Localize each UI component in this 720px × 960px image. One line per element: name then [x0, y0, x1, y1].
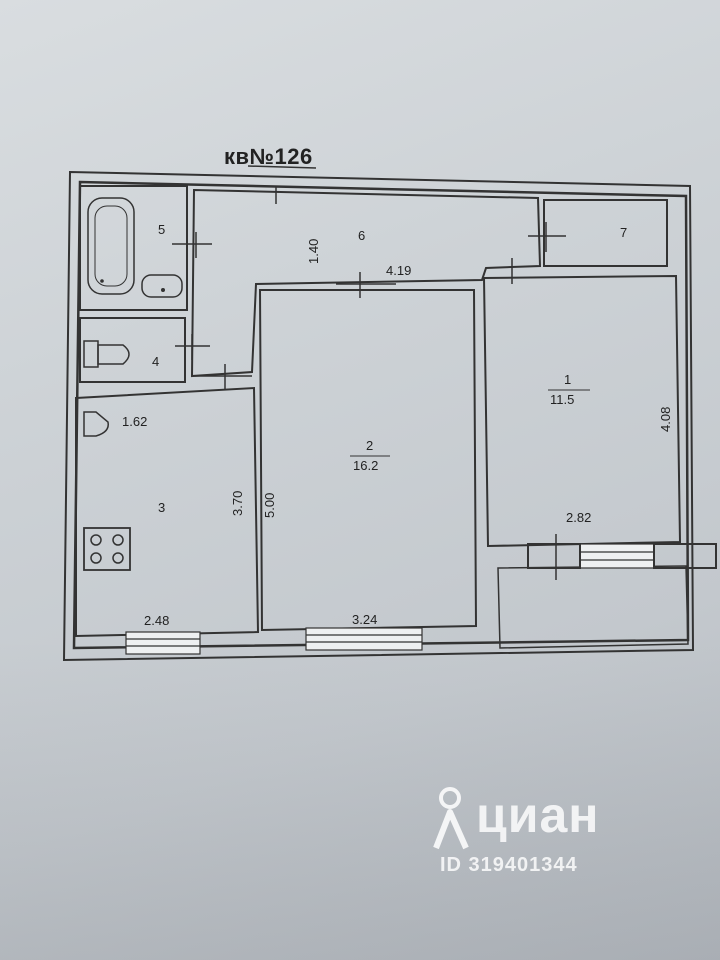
- toilet-tank: [83, 340, 99, 368]
- dim-room2-width-bottom: 3.24: [352, 612, 377, 627]
- room-label-3: 3: [158, 500, 165, 515]
- dim-room2-width-top: 4.19: [386, 263, 411, 278]
- washbasin-icon: [141, 274, 183, 298]
- room-label-1: 1: [564, 372, 571, 387]
- room-area-1: 11.5: [550, 392, 574, 407]
- toilet-icon: [97, 344, 130, 365]
- room-4-toilet: [79, 317, 186, 383]
- apartment-number-title: кв№126: [224, 144, 313, 169]
- location-pin-icon: [433, 787, 469, 850]
- bathtub-icon: [87, 197, 135, 295]
- stove-icon: [83, 527, 131, 571]
- room-label-5: 5: [158, 222, 165, 237]
- room-2: [258, 289, 478, 632]
- balcony-door: [527, 543, 581, 569]
- door-markers: [172, 165, 566, 580]
- room-6-corridor: [190, 188, 542, 378]
- room-label-6: 6: [358, 228, 365, 243]
- stove-burner: [90, 534, 102, 546]
- window-room-2: [305, 627, 423, 651]
- room-label-4: 4: [152, 354, 159, 369]
- dim-kitchen-small: 1.62: [122, 414, 147, 429]
- room-7: [543, 199, 668, 267]
- balcony-door-frame: [653, 543, 717, 569]
- room-label-2: 2: [366, 438, 373, 453]
- room-area-2: 16.2: [353, 458, 378, 473]
- room-1: [482, 274, 682, 548]
- stove-burner: [90, 552, 102, 564]
- window-kitchen: [125, 631, 201, 655]
- dim-kitchen-width: 2.48: [144, 613, 169, 628]
- dim-corridor-width: 1.40: [306, 239, 321, 264]
- stove-burner: [112, 552, 124, 564]
- bathtub-inner: [94, 205, 128, 287]
- watermark-id: ID 319401344: [440, 854, 578, 876]
- bathtub-drain: [100, 279, 104, 283]
- watermark-brand: циан: [476, 787, 600, 843]
- dim-room1-width: 2.82: [566, 510, 591, 525]
- balcony: [497, 565, 689, 649]
- outer-outline: [62, 170, 695, 662]
- washbasin-drain: [161, 288, 165, 292]
- dim-kitchen-depth: 3.70: [230, 491, 245, 516]
- kitchen-sink-icon: [83, 411, 109, 437]
- room-label-7: 7: [620, 225, 627, 240]
- room-5-bathroom: [79, 185, 188, 311]
- cian-watermark: циан ID 319401344: [432, 780, 672, 890]
- dim-room1-depth: 4.08: [658, 407, 673, 432]
- stove-burner: [112, 534, 124, 546]
- window-room-1: [579, 543, 655, 569]
- outer-wall: [72, 180, 690, 650]
- room-3-kitchen: [75, 386, 260, 638]
- dim-room2-depth: 5.00: [262, 493, 277, 518]
- photo-shadow: [0, 640, 720, 960]
